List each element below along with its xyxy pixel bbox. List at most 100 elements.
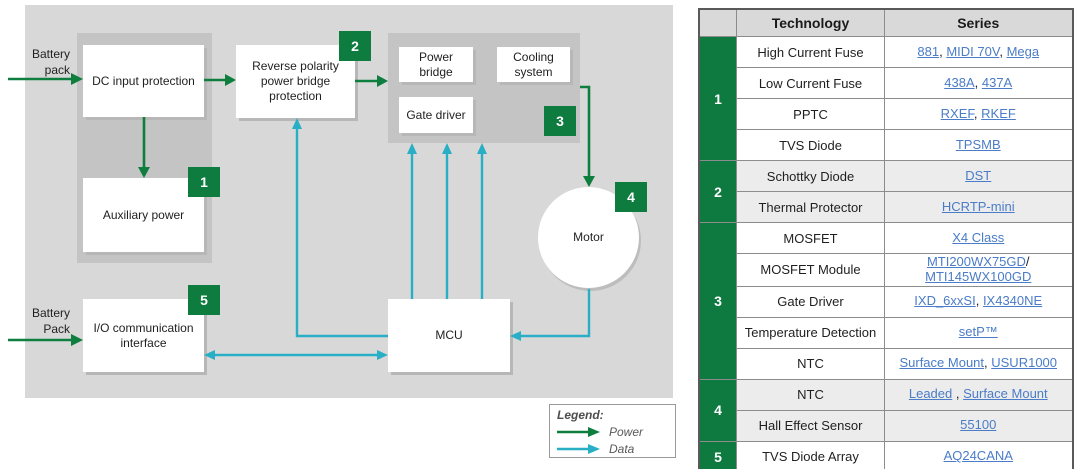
series-link[interactable]: IXD_6xxSI — [914, 293, 976, 309]
series-link[interactable]: Surface Mount — [963, 386, 1048, 402]
badge-5: 5 — [188, 285, 220, 315]
series-separator: / — [1025, 254, 1030, 269]
series-cell: 55100 — [884, 409, 1073, 442]
series-cell: TPSMB — [884, 129, 1073, 161]
series-link[interactable]: 881 — [917, 43, 940, 59]
cooling-system-block: Cooling system — [497, 47, 570, 82]
io-communication-block: I/O communication interface — [83, 299, 204, 372]
mcu-block: MCU — [388, 299, 510, 372]
technology-cell: Gate Driver — [736, 285, 885, 318]
group-number-cell: 4 — [698, 378, 737, 442]
table-row: Hall Effect Sensor 55100 — [699, 409, 1073, 442]
group-number-cell: 2 — [698, 160, 737, 223]
technology-cell: Schottky Diode — [736, 160, 885, 192]
technology-cell: TVS Diode — [736, 129, 885, 161]
battery-pack-label-bottom: Battery Pack — [31, 306, 70, 336]
series-link[interactable]: DST — [965, 167, 992, 183]
legend-power-label: Power — [609, 425, 644, 439]
technology-cell: MOSFET Module — [736, 253, 885, 287]
series-cell: X4 Class — [884, 222, 1073, 254]
technology-cell: NTC — [736, 347, 885, 380]
power-arrow-icon — [557, 427, 600, 437]
table-row: TVS Diode TPSMB — [699, 129, 1073, 161]
series-cell: HCRTP-mini — [884, 191, 1073, 223]
series-cell: 881, MIDI 70V, Mega — [884, 36, 1073, 68]
group-number-cell: 3 — [698, 222, 737, 380]
series-link[interactable]: Surface Mount — [899, 355, 985, 371]
series-link[interactable]: RXEF — [940, 105, 974, 121]
series-separator: , — [974, 74, 982, 90]
series-separator: , — [973, 105, 982, 121]
series-separator: , — [952, 386, 964, 402]
reverse-polarity-protection-block: Reverse polarity power bridge protection — [236, 45, 355, 118]
technology-cell: NTC — [736, 378, 885, 411]
series-link[interactable]: Mega — [1006, 43, 1040, 59]
series-link[interactable]: 55100 — [960, 417, 997, 433]
series-cell: Leaded , Surface Mount — [884, 378, 1073, 411]
series-cell: MTI200WX75GD/MTI145WX100GD — [884, 253, 1073, 287]
technology-cell: Hall Effect Sensor — [736, 409, 885, 442]
series-link[interactable]: 438A — [944, 74, 975, 90]
badge-3: 3 — [544, 106, 576, 136]
series-link[interactable]: setP™ — [958, 324, 998, 340]
legend-title: Legend: — [557, 408, 604, 422]
series-cell: IXD_6xxSI, IX4340NE — [884, 285, 1073, 318]
badge-2: 2 — [339, 31, 371, 61]
series-link[interactable]: X4 Class — [952, 229, 1005, 245]
dc-input-protection-block: DC input protection — [83, 45, 204, 117]
technology-cell: PPTC — [736, 98, 885, 130]
series-link[interactable]: MTI145WX100GD — [925, 268, 1032, 284]
technology-cell: High Current Fuse — [736, 36, 885, 68]
power-bridge-block: Power bridge — [399, 47, 473, 82]
technology-cell: Thermal Protector — [736, 191, 885, 223]
series-cell: Surface Mount, USUR1000 — [884, 347, 1073, 380]
series-cell: 438A, 437A — [884, 67, 1073, 99]
series-link[interactable]: MIDI 70V — [946, 43, 1000, 59]
table-header-row: Technology Series — [698, 8, 1073, 37]
series-link[interactable]: TPSMB — [955, 136, 1001, 152]
series-separator: , — [975, 293, 983, 309]
data-arrow-icon — [557, 444, 600, 454]
series-cell: setP™ — [884, 316, 1073, 349]
series-link[interactable]: HCRTP-mini — [941, 198, 1015, 214]
gate-driver-block: Gate driver — [399, 97, 473, 133]
series-separator: , — [999, 43, 1007, 59]
technology-cell: Low Current Fuse — [736, 67, 885, 99]
series-link[interactable]: MTI200WX75GD — [926, 254, 1026, 269]
table-row: Thermal Protector HCRTP-mini — [699, 191, 1073, 223]
badge-4: 4 — [615, 182, 647, 212]
series-link[interactable]: AQ24CANA — [943, 448, 1013, 464]
series-link[interactable]: 437A — [981, 74, 1013, 90]
table-row: Temperature Detection setP™ — [699, 316, 1073, 349]
series-link[interactable]: Leaded — [908, 386, 953, 402]
battery-pack-label-top: Battery pack — [31, 47, 70, 77]
series-link[interactable]: IX4340NE — [982, 293, 1043, 309]
series-cell: RXEF, RKEF — [884, 98, 1073, 130]
legend: Legend: Power Data — [549, 404, 676, 458]
technology-cell: Temperature Detection — [736, 316, 885, 349]
series-link[interactable]: RKEF — [981, 105, 1016, 121]
number-column-header — [698, 8, 737, 37]
group-number-cell: 5 — [698, 440, 737, 469]
series-cell: DST — [884, 160, 1073, 192]
technology-column-header: Technology — [736, 8, 885, 37]
series-separator: , — [984, 355, 992, 371]
series-link[interactable]: USUR1000 — [991, 355, 1058, 371]
badge-1: 1 — [188, 167, 220, 197]
auxiliary-power-block: Auxiliary power — [83, 178, 204, 252]
technology-cell: MOSFET — [736, 222, 885, 254]
series-column-header: Series — [884, 8, 1073, 37]
legend-data-label: Data — [609, 442, 635, 456]
